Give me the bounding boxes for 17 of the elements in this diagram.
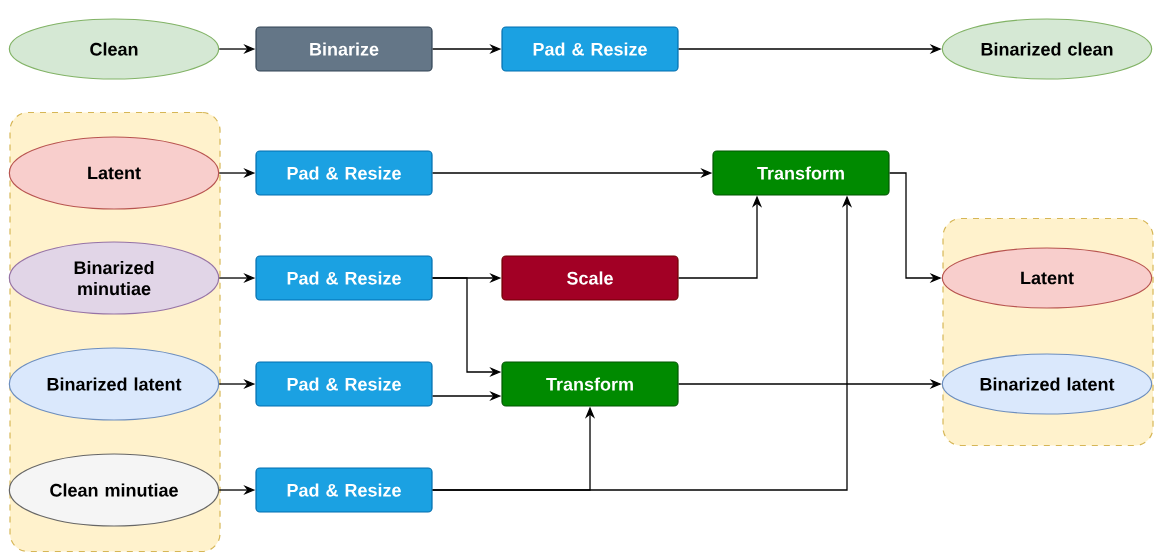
- process-box: Scale: [501, 255, 679, 301]
- process-box: Pad & Resize: [255, 255, 433, 301]
- process-box: Pad & Resize: [255, 361, 433, 407]
- process-box: Pad & Resize: [255, 467, 433, 513]
- ellipse-node: Latent: [941, 247, 1153, 309]
- ellipse-node: Clean: [8, 18, 220, 80]
- ellipse-node: Latent: [8, 136, 220, 210]
- ellipse-node: Binarized minutiae: [8, 241, 220, 315]
- ellipse-node: Binarized latent: [8, 347, 220, 421]
- process-box: Transform: [501, 361, 679, 407]
- process-box: Transform: [712, 150, 890, 196]
- process-box: Binarize: [255, 26, 433, 72]
- ellipse-node: Binarized latent: [941, 353, 1153, 415]
- ellipse-node: Clean minutiae: [8, 453, 220, 527]
- process-box: Pad & Resize: [255, 150, 433, 196]
- ellipse-node: Binarized clean: [941, 18, 1153, 80]
- process-box: Pad & Resize: [501, 26, 679, 72]
